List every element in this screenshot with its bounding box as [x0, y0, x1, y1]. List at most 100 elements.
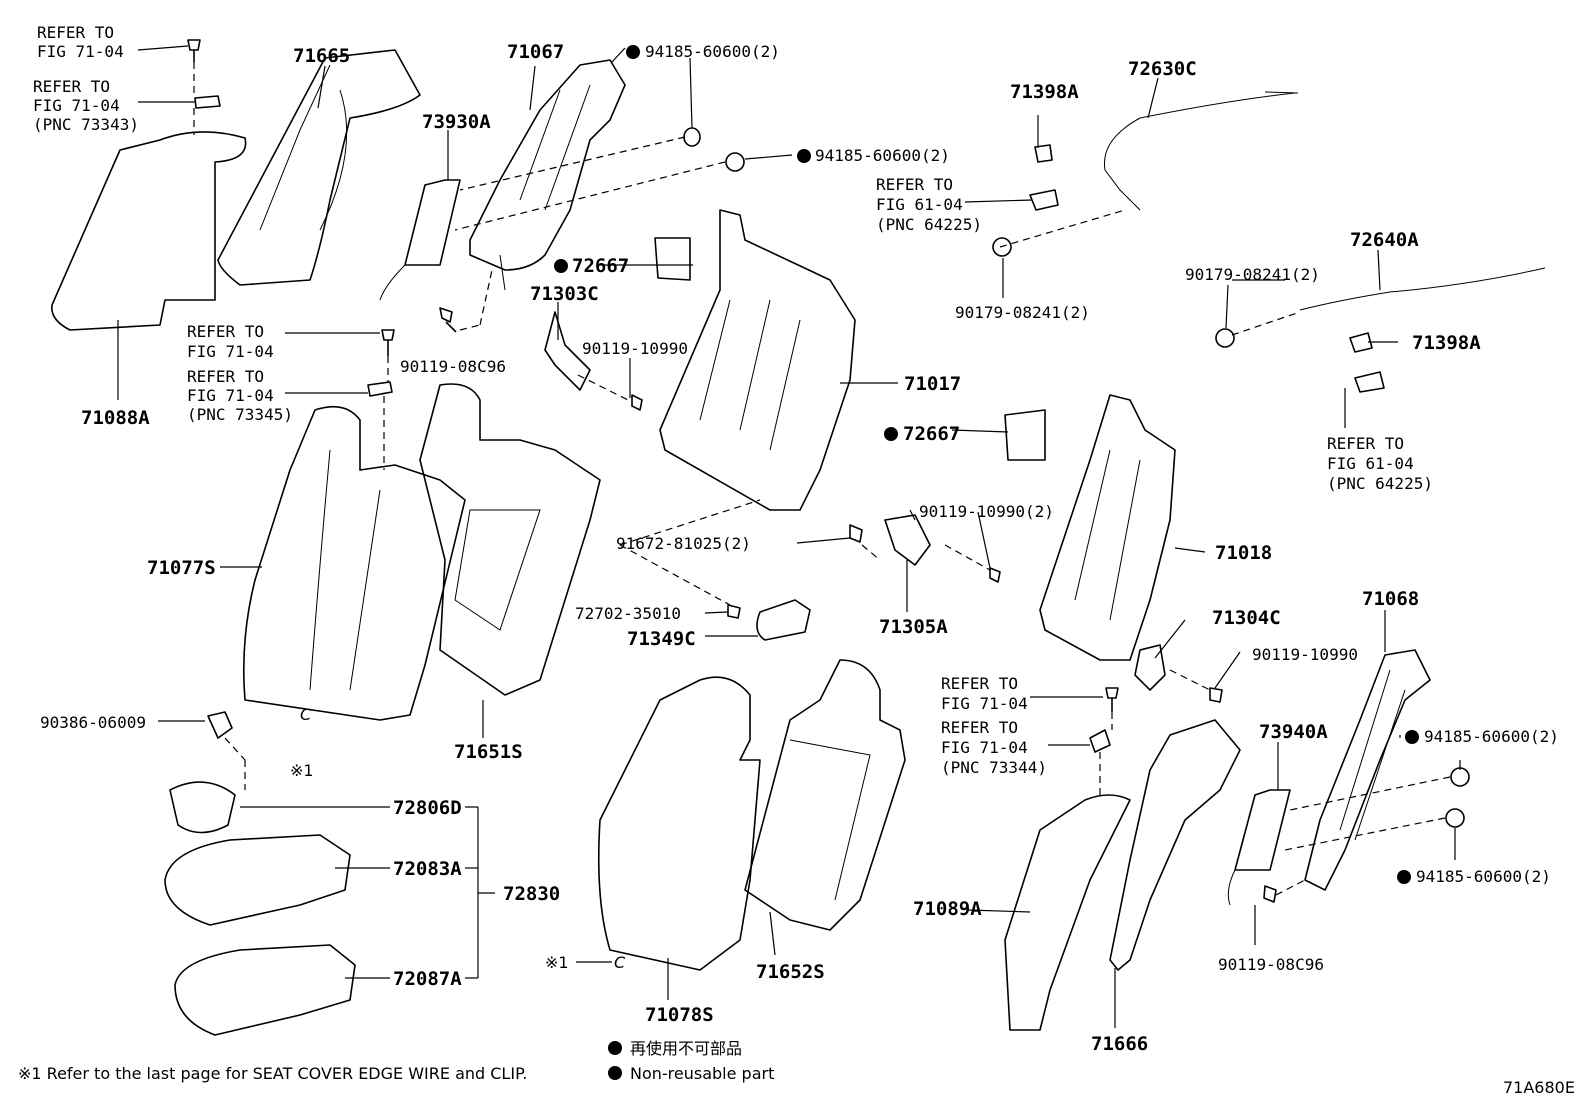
label-71078s: 71078S [645, 1004, 714, 1026]
part-71068-shape [1304, 649, 1431, 891]
star-mark-a: ※1 [290, 761, 314, 780]
label-73930a: 73930A [422, 111, 491, 133]
part-73940a-shape [1227, 789, 1291, 906]
ref-r7-line1: REFER TO [941, 674, 1018, 693]
ref-r6-line2: FIG 61-04 [1327, 454, 1414, 473]
ref-r2-line3: (PNC 73343) [33, 115, 139, 134]
legend-jp: 再使用不可部品 [630, 1039, 742, 1058]
ref-r7-line2: FIG 71-04 [941, 694, 1028, 713]
part-72630c-shape [1103, 91, 1299, 211]
legend-en: Non-reusable part [630, 1064, 774, 1083]
part-71017-shape [659, 209, 856, 511]
c-mark-b: C [614, 953, 626, 972]
star-mark-b: ※1 [545, 953, 569, 972]
label-71077s: 71077S [147, 557, 216, 579]
label-71304c: 71304C [1212, 607, 1281, 629]
label-71349c: 71349C [627, 628, 696, 650]
part-71077s-shape [242, 405, 466, 721]
non-reusable-markers [554, 45, 1419, 1080]
part-71349c-shape [756, 599, 811, 641]
part-71067-shape [469, 59, 626, 291]
label-72083a: 72083A [393, 858, 462, 880]
label-71018: 71018 [1215, 542, 1272, 564]
label-71652s: 71652S [756, 961, 825, 983]
part-71078s-shape [597, 676, 761, 971]
label-90119-10990-a: 90119-10990 [582, 339, 688, 358]
label-71088a: 71088A [81, 407, 150, 429]
label-71666: 71666 [1091, 1033, 1148, 1055]
label-72806d: 72806D [393, 797, 462, 819]
ref-r1-line1: REFER TO [37, 23, 114, 42]
part-72640a-shape [1299, 267, 1546, 311]
part-bolt-shapes [187, 39, 1277, 903]
label-72667-b: 72667 [903, 423, 960, 445]
part-71652s-shape [744, 659, 906, 931]
diagram-code: 71A680E [1503, 1078, 1575, 1097]
label-71665: 71665 [293, 45, 350, 67]
part-73930a-shape [379, 179, 461, 301]
part-71088a-shape [51, 131, 247, 331]
ref-r3-line2: FIG 71-04 [187, 342, 274, 361]
part-71089a-shape [1004, 794, 1131, 1031]
part-72667-shapes [654, 237, 1046, 461]
label-73940a: 73940A [1259, 721, 1328, 743]
ref-r2-line2: FIG 71-04 [33, 96, 120, 115]
ref-r4-line2: FIG 71-04 [187, 386, 274, 405]
label-72667-a: 72667 [572, 255, 629, 277]
ref-r4-line1: REFER TO [187, 367, 264, 386]
label-90119-08c96-a: 90119-08C96 [400, 357, 506, 376]
part-71666-shape [1109, 719, 1241, 971]
label-71305a: 71305A [879, 616, 948, 638]
ref-r4-line3: (PNC 73345) [187, 405, 293, 424]
part-71303c-shape [544, 311, 591, 391]
label-72640a: 72640A [1350, 229, 1419, 251]
label-71068: 71068 [1362, 588, 1419, 610]
label-94185-c: 94185-60600(2) [1424, 727, 1559, 746]
part-71305a-shape [884, 514, 931, 566]
misc-marks: C ※1 ※1 C [290, 705, 626, 972]
label-72087a: 72087A [393, 968, 462, 990]
label-71398a-a: 71398A [1010, 81, 1079, 103]
label-72630c: 72630C [1128, 58, 1197, 80]
label-91672: 91672-81025(2) [616, 534, 751, 553]
ref-r6-line1: REFER TO [1327, 434, 1404, 453]
footer: ※1 Refer to the last page for SEAT COVER… [18, 1039, 1575, 1097]
label-94185-d: 94185-60600(2) [1416, 867, 1551, 886]
label-71017: 71017 [904, 373, 961, 395]
part-90386-shape [207, 711, 233, 739]
ref-r5-line3: (PNC 64225) [876, 215, 982, 234]
label-90179-a: 90179-08241(2) [1185, 265, 1320, 284]
part-71665-shape [217, 49, 421, 286]
ref-r5-line1: REFER TO [876, 175, 953, 194]
c-mark-a: C [300, 705, 312, 724]
label-71067: 71067 [507, 41, 564, 63]
label-90119-10990-b: 90119-10990(2) [919, 502, 1054, 521]
ref-r8-line1: REFER TO [941, 718, 1018, 737]
ref-r3-line1: REFER TO [187, 322, 264, 341]
ref-r1-line2: FIG 71-04 [37, 42, 124, 61]
label-71651s: 71651S [454, 741, 523, 763]
label-94185-b: 94185-60600(2) [815, 146, 950, 165]
part-71018-shape [1039, 394, 1176, 661]
assembly-lines [193, 62, 1451, 896]
label-71089a: 71089A [913, 898, 982, 920]
ref-r8-line2: FIG 71-04 [941, 738, 1028, 757]
part-72806d-shape [169, 781, 236, 834]
ref-r5-line2: FIG 61-04 [876, 195, 963, 214]
ref-r8-line3: (PNC 73344) [941, 758, 1047, 777]
part-72083a-shape [164, 834, 351, 926]
leader-lines [117, 45, 1461, 1028]
label-90119-10990-c: 90119-10990 [1252, 645, 1358, 664]
label-90119-08c96-b: 90119-08C96 [1218, 955, 1324, 974]
label-72830: 72830 [503, 883, 560, 905]
part-71304c-shape [1134, 644, 1166, 691]
reference-labels: REFER TO FIG 71-04 REFER TO FIG 71-04 (P… [33, 23, 1433, 777]
part-labels: 71665 71067 94185-60600(2) 94185-60600(2… [40, 41, 1559, 1055]
part-71398a-shapes [1029, 144, 1385, 393]
label-94185-a: 94185-60600(2) [645, 42, 780, 61]
label-71398a-b: 71398A [1412, 332, 1481, 354]
ref-r6-line3: (PNC 64225) [1327, 474, 1433, 493]
part-71651s-shape [419, 383, 601, 696]
ref-r2-line1: REFER TO [33, 77, 110, 96]
